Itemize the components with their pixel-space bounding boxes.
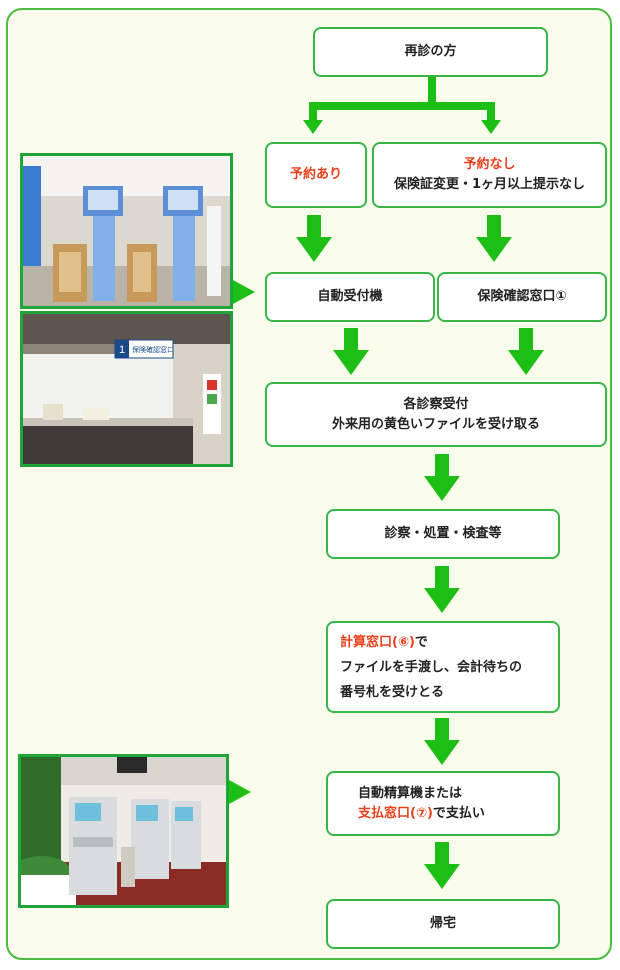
arrow-down-not-reserved (476, 215, 512, 262)
step-start: 再診の方 (313, 27, 548, 77)
pointer-photo-payment (229, 780, 251, 804)
step-reserved-label: 予約あり (289, 167, 342, 182)
step-pay-line1: 自動精算機または (358, 785, 463, 801)
arrow-down-auto (333, 328, 369, 375)
step-calc-line1: 計算窓口(⑥)で (340, 630, 428, 655)
step-payment: 自動精算機または 支払窓口(⑦)で支払い (326, 771, 560, 836)
calc-window-red: 計算窓口(⑥) (340, 634, 415, 650)
step-pay-line2: 支払窓口(⑦)で支払い (358, 804, 485, 824)
pay-window-red: 支払窓口(⑦) (358, 805, 433, 821)
photo-insurance-window: 1 保険確認窓口 (20, 311, 233, 467)
arrow-down-reserved (296, 215, 332, 262)
photo-auto-reception (20, 153, 233, 309)
insurance-sign-text: 保険確認窓口 (132, 345, 174, 354)
step-not-reserved: 予約なし 保険証変更・1ヶ月以上提示なし (372, 142, 607, 208)
arrow-down-pay (424, 842, 460, 889)
step-home: 帰宅 (326, 899, 560, 949)
payment-machines-image (21, 757, 226, 905)
step-insurance-window: 保険確認窓口① (437, 272, 607, 322)
connector-left-drop (309, 102, 317, 124)
step-auto-reception-label: 自動受付機 (317, 289, 383, 304)
step-reserved: 予約あり (265, 142, 367, 208)
arrow-down-dept (424, 454, 460, 501)
calc-window-suffix: で (414, 634, 428, 650)
step-calc-line2: ファイルを手渡し、会計待ちの (340, 659, 523, 675)
pointer-photo-reception (233, 280, 255, 304)
arrow-down-insurance (508, 328, 544, 375)
step-dept-reception-line2: 外来用の黄色いファイルを受け取る (331, 416, 540, 432)
photo-payment-machines (18, 754, 229, 908)
connector-right-drop (487, 102, 495, 124)
reception-machines-image (23, 156, 230, 306)
arrow-head-left (303, 120, 323, 134)
step-exam-label: 診察・処置・検査等 (384, 526, 502, 541)
arrow-head-right (481, 120, 501, 134)
insurance-sign-number: 1 (119, 344, 125, 356)
step-not-reserved-title: 予約なし (463, 157, 516, 172)
connector-stem (428, 76, 436, 106)
step-insurance-window-label: 保険確認窓口① (477, 289, 567, 304)
arrow-down-exam (424, 566, 460, 613)
step-not-reserved-sub: 保険証変更・1ヶ月以上提示なし (393, 177, 586, 192)
step-dept-reception: 各診察受付 外来用の黄色いファイルを受け取る (265, 382, 607, 447)
step-home-label: 帰宅 (429, 916, 456, 931)
step-start-label: 再診の方 (404, 44, 457, 59)
step-calc-window: 計算窓口(⑥)で ファイルを手渡し、会計待ちの 番号札を受けとる (326, 621, 560, 713)
connector-bar (309, 102, 495, 110)
step-exam: 診察・処置・検査等 (326, 509, 560, 559)
arrow-down-calc (424, 718, 460, 765)
pay-suffix: で支払い (432, 805, 485, 821)
step-dept-reception-line1: 各診察受付 (403, 396, 469, 412)
insurance-window-image: 1 保険確認窓口 (23, 314, 230, 464)
step-auto-reception: 自動受付機 (265, 272, 435, 322)
step-calc-line3: 番号札を受けとる (340, 684, 445, 700)
